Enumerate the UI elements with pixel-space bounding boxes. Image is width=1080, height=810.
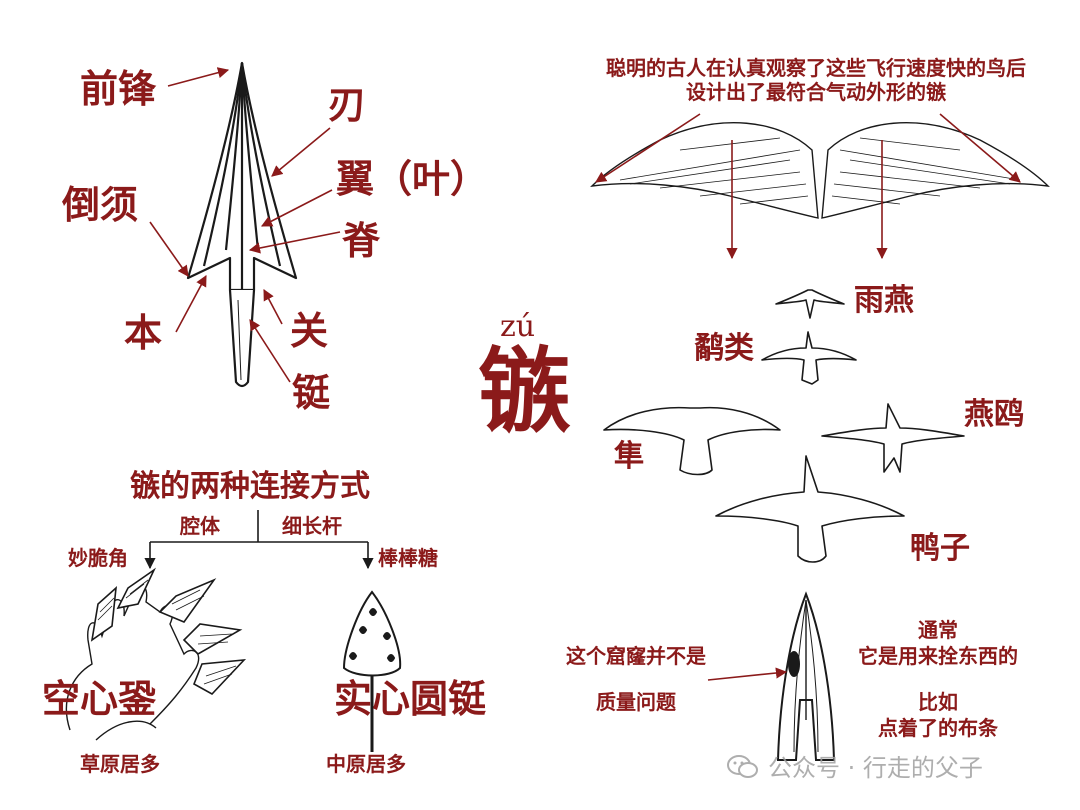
right-type: 实心圆铤 xyxy=(334,677,487,721)
right-note: 棒棒糖 xyxy=(378,546,438,570)
label-ting: 铤 xyxy=(292,371,331,415)
left-note: 妙脆角 xyxy=(68,546,128,570)
label-yi: 翼（叶） xyxy=(336,157,489,201)
label-shearwater: 鹬类 xyxy=(694,331,754,366)
shearwater-silhouette xyxy=(761,331,857,385)
hole-note-right-2: 它是用来拴东西的 xyxy=(858,644,1018,668)
watermark: 公众号 · 行走的父子 xyxy=(726,748,983,783)
lollipop-arrowhead xyxy=(342,590,402,752)
swift-silhouette xyxy=(775,289,845,319)
hole-note-right-4: 点着了的布条 xyxy=(878,716,998,740)
duck-silhouette xyxy=(715,455,905,563)
branch-right-label: 细长杆 xyxy=(282,514,342,538)
right-region: 中原居多 xyxy=(326,752,406,776)
title-pinyin: zú xyxy=(500,309,536,344)
wechat-icon xyxy=(727,755,758,778)
label-duck: 鸭子 xyxy=(910,531,970,566)
birds-caption-line1: 聪明的古人在认真观察了这些飞行速度快的鸟后 xyxy=(606,56,1026,80)
label-tern: 燕鸥 xyxy=(964,397,1024,432)
hole-leader xyxy=(707,667,788,681)
wing-arrows xyxy=(595,113,1021,260)
hole xyxy=(788,651,800,677)
hole-note-left-1: 这个窟窿并不是 xyxy=(566,644,706,668)
branch-left-label: 腔体 xyxy=(180,514,220,538)
label-guan: 关 xyxy=(290,309,329,353)
arrowhead-illustration xyxy=(186,61,298,388)
watermark-text: 公众号 · 行走的父子 xyxy=(768,754,983,782)
falcon-silhouette xyxy=(603,406,781,476)
left-region: 草原居多 xyxy=(80,752,160,776)
hole-note-right-1: 通常 xyxy=(918,618,958,642)
bird-silhouettes xyxy=(603,289,965,563)
title-character: 镞 xyxy=(478,338,571,445)
arrowhead-leaders xyxy=(149,67,341,383)
birds-caption-line2: 设计出了最符合气动外形的镞 xyxy=(686,80,946,104)
label-ji: 脊 xyxy=(342,219,381,263)
connection-tree xyxy=(144,510,374,570)
left-type: 空心銎 xyxy=(42,677,157,721)
label-ben: 本 xyxy=(124,311,163,355)
label-swift: 雨燕 xyxy=(854,283,914,318)
label-ren: 刃 xyxy=(328,83,367,127)
tern-silhouette xyxy=(821,403,965,473)
connection-title: 镞的两种连接方式 xyxy=(130,469,370,504)
wings-illustration xyxy=(590,122,1050,219)
label-qianfeng: 前锋 xyxy=(80,67,157,111)
hole-note-left-2: 质量问题 xyxy=(596,690,676,714)
hole-note-right-3: 比如 xyxy=(918,690,958,714)
label-daoxu: 倒须 xyxy=(62,183,139,227)
label-falcon: 隼 xyxy=(614,439,644,474)
holed-arrowhead xyxy=(776,591,836,761)
socket-heads xyxy=(90,567,247,696)
